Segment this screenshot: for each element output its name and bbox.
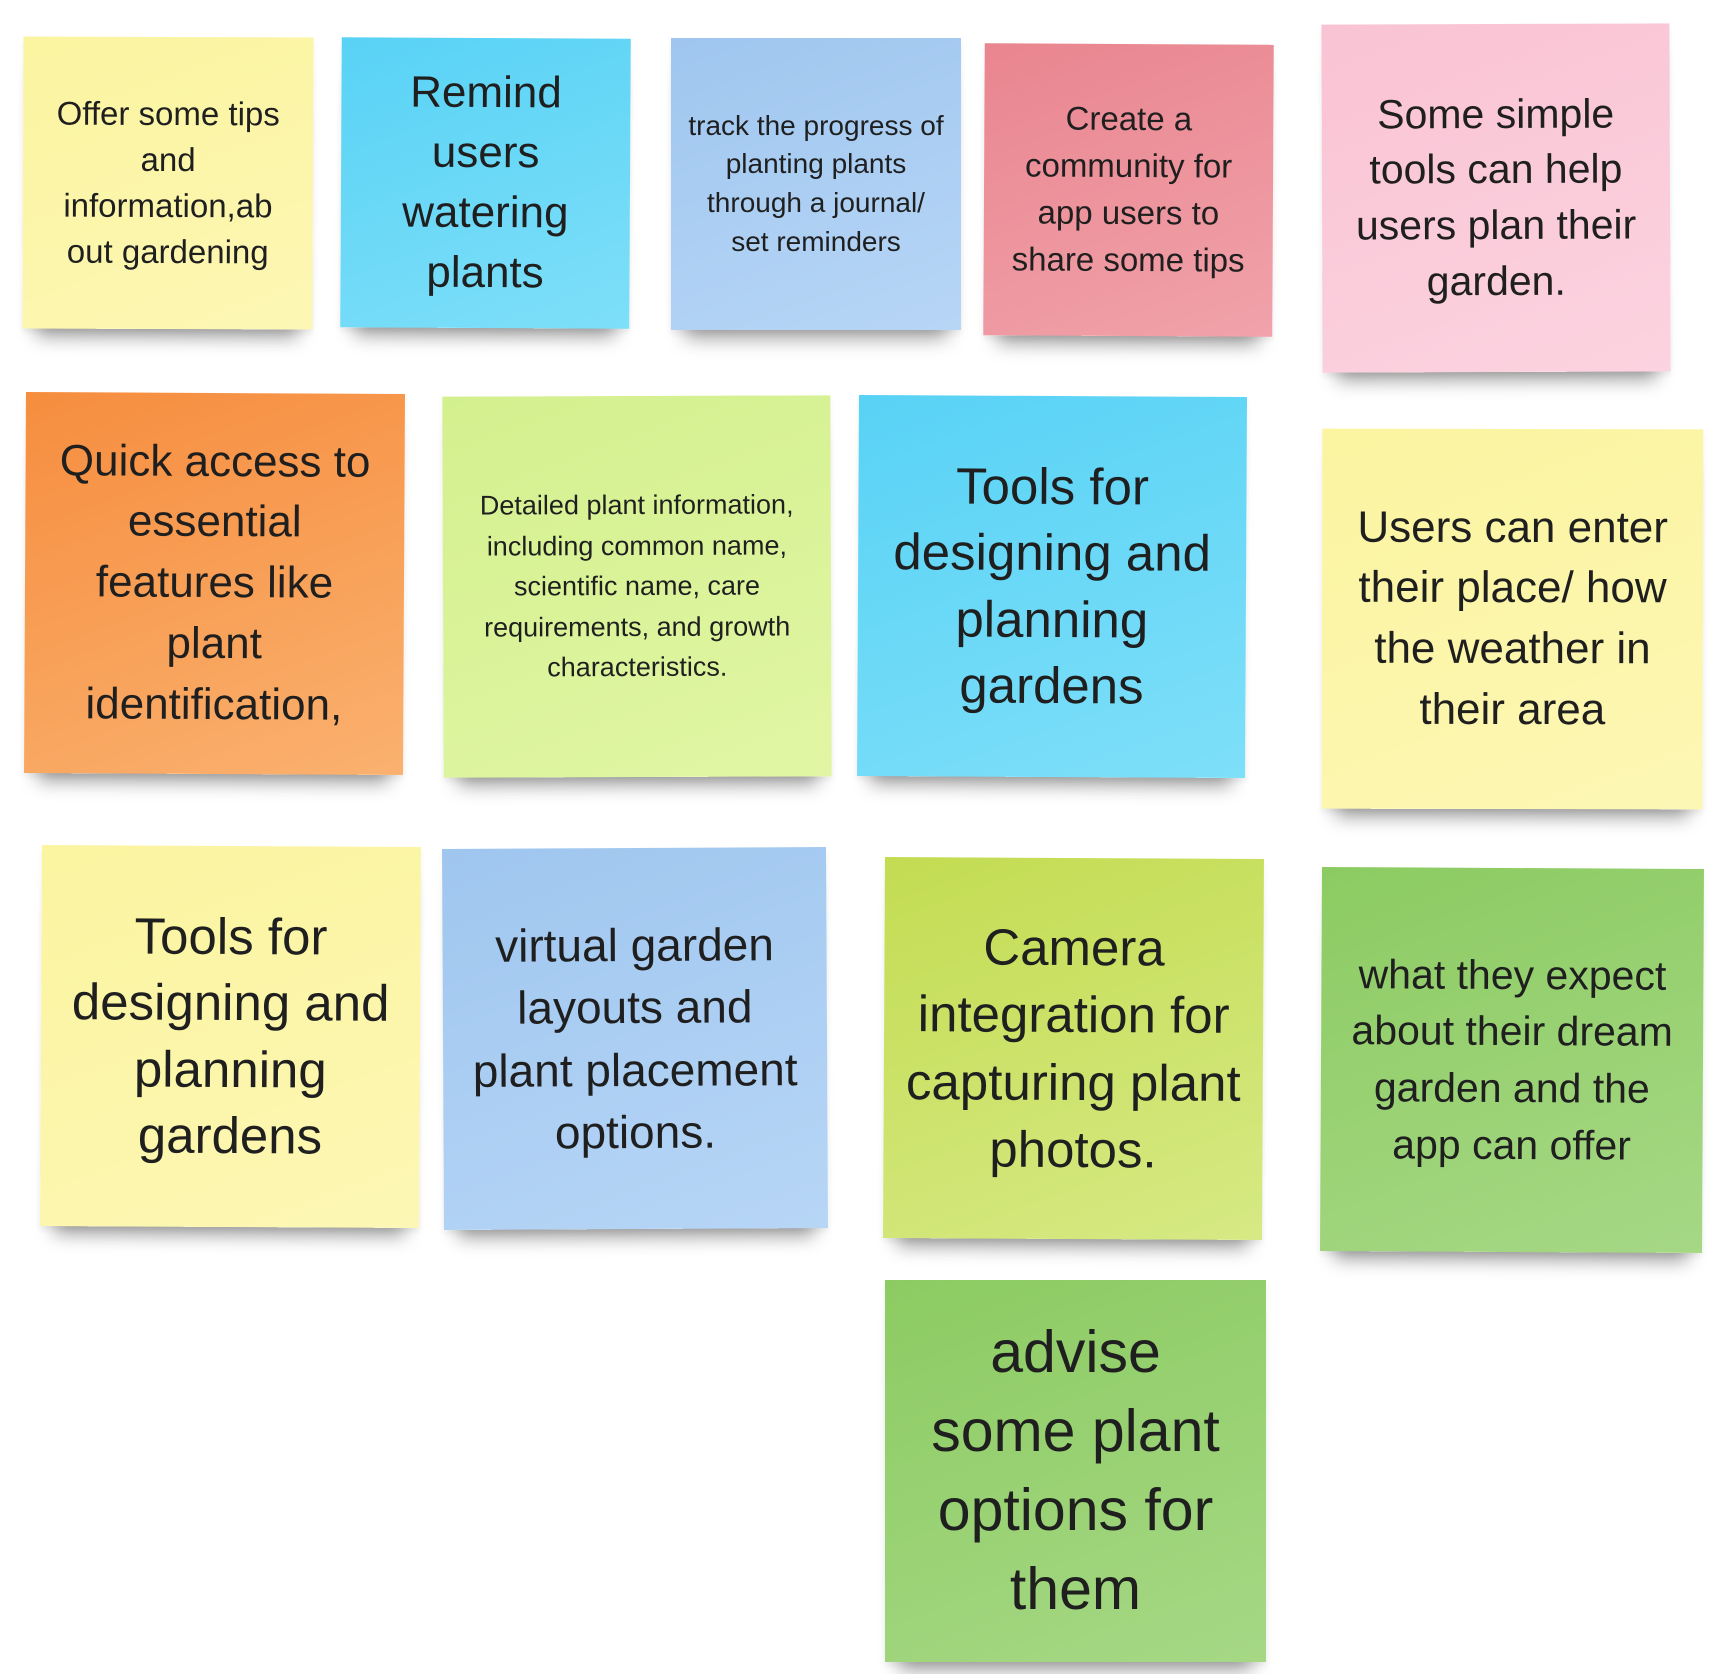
sticky-note-text: Camera integration for capturing plant p… (905, 918, 1241, 1179)
sticky-note-text: Tools for designing and planning gardens (71, 907, 390, 1165)
sticky-note-text: Tools for designing and planning gardens (893, 457, 1212, 715)
sticky-note-text: virtual garden layouts and plant placeme… (472, 918, 798, 1159)
sticky-note-text: Detailed plant information, including co… (479, 489, 794, 683)
sticky-note-virtual-layouts[interactable]: virtual garden layouts and plant placeme… (442, 846, 828, 1231)
sticky-note-text: advise some plant options for them (931, 1318, 1220, 1623)
sticky-note-text: Remind users watering plants (402, 67, 569, 298)
sticky-note-location-weather[interactable]: Users can enter their place/ how the wea… (1321, 428, 1704, 810)
sticky-note-plant-advice[interactable]: advise some plant options for them (885, 1280, 1266, 1662)
sticky-note-text: Quick access to essential features like … (59, 435, 371, 730)
sticky-note-progress-journal[interactable]: track the progress of planting plants th… (671, 38, 961, 330)
sticky-note-design-tools[interactable]: Tools for designing and planning gardens (857, 394, 1247, 779)
sticky-note-text: Offer some tips and information,ab out g… (56, 94, 280, 271)
sticky-note-watering-reminder[interactable]: Remind users watering plants (340, 37, 631, 329)
sticky-note-camera-integration[interactable]: Camera integration for capturing plant p… (883, 857, 1264, 1240)
sticky-note-text: Users can enter their place/ how the wea… (1357, 502, 1668, 734)
sticky-note-text: Some simple tools can help users plan th… (1355, 90, 1637, 304)
sticky-note-dream-garden[interactable]: what they expect about their dream garde… (1319, 867, 1705, 1253)
sticky-note-design-tools-duplicate[interactable]: Tools for designing and planning gardens (40, 845, 421, 1228)
sticky-note-quick-access[interactable]: Quick access to essential features like … (24, 392, 405, 775)
sticky-note-text: Create a community for app users to shar… (1011, 99, 1245, 279)
sticky-note-community[interactable]: Create a community for app users to shar… (983, 43, 1274, 337)
sticky-note-text: track the progress of planting plants th… (688, 109, 944, 257)
sticky-note-text: what they expect about their dream garde… (1351, 951, 1673, 1169)
sticky-note-plant-information[interactable]: Detailed plant information, including co… (442, 395, 832, 778)
sticky-note-planning-tools[interactable]: Some simple tools can help users plan th… (1321, 23, 1671, 373)
sticky-note-gardening-tips[interactable]: Offer some tips and information,ab out g… (22, 36, 314, 330)
